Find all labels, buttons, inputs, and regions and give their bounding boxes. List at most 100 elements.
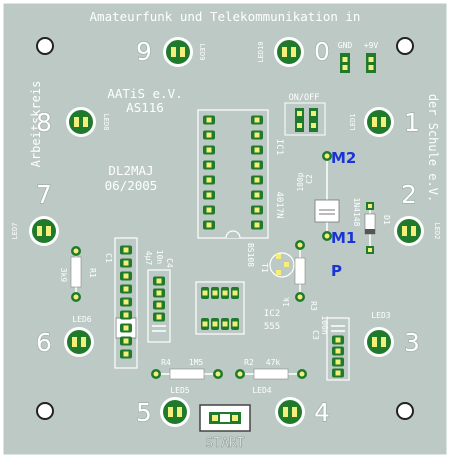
start-button[interactable] bbox=[199, 404, 251, 432]
marker-m2: M2 bbox=[331, 149, 356, 167]
right-board-text: der Schule e.V. bbox=[426, 94, 440, 202]
switch-label: ON/OFF bbox=[289, 93, 320, 103]
power-pads bbox=[340, 53, 376, 73]
ic2-pin-hole bbox=[222, 321, 228, 327]
led-3-label: LED3 bbox=[371, 311, 390, 320]
t1-label: T1 bbox=[260, 263, 269, 273]
c3-pad-hole bbox=[335, 370, 341, 376]
capacitor-c1 bbox=[114, 237, 138, 369]
ic1-pin-hole bbox=[206, 117, 212, 123]
led-8: 8 LED8 bbox=[35, 107, 110, 138]
r3-value: 1k bbox=[282, 297, 291, 307]
ic1-pin-hole bbox=[254, 207, 260, 213]
c2-label: C2 bbox=[305, 174, 314, 184]
ic1-pin-hole bbox=[206, 207, 212, 213]
ic2-pin-hole bbox=[212, 321, 218, 327]
ic1-pin-hole bbox=[206, 222, 212, 228]
c4-value: 10n bbox=[155, 250, 164, 265]
r4-value: 1M5 bbox=[189, 358, 204, 367]
led-8-label: LED8 bbox=[102, 114, 110, 131]
c2-value: 100p bbox=[296, 172, 305, 191]
d1-label: D1 bbox=[382, 215, 391, 225]
r1-label: R1 bbox=[88, 268, 97, 278]
c4-pad-hole bbox=[156, 290, 162, 296]
c3-pad-hole bbox=[335, 359, 341, 365]
led-6-label: LED6 bbox=[72, 315, 91, 324]
led-1-number: 1 bbox=[404, 108, 420, 137]
ic1-pin-hole bbox=[254, 147, 260, 153]
d1-type: 1N4148 bbox=[352, 198, 361, 227]
r2-label: R2 bbox=[244, 358, 254, 367]
resistor-r3 bbox=[294, 240, 306, 302]
capacitor-c3 bbox=[326, 317, 350, 381]
led-10: 0 LED10 bbox=[257, 36, 331, 67]
ic1-pin-hole bbox=[254, 162, 260, 168]
c1-pad-hole bbox=[123, 351, 129, 357]
led-7: 7 LED7 bbox=[11, 179, 59, 246]
led-10-number: 0 bbox=[314, 37, 330, 66]
ic1-pin-hole bbox=[254, 177, 260, 183]
c3-pad-hole bbox=[335, 337, 341, 343]
c4-label: C4 bbox=[165, 258, 174, 268]
t1-type: BS108 bbox=[246, 243, 255, 267]
org-text: AATiS e.V. bbox=[107, 86, 182, 101]
resistor-r4 bbox=[151, 368, 223, 380]
led-4: 4 LED4 bbox=[252, 386, 330, 428]
c1-pad-hole bbox=[123, 325, 129, 331]
ic1-pin-hole bbox=[206, 162, 212, 168]
led-5-number: 5 bbox=[136, 398, 152, 427]
ic1-pin-hole bbox=[254, 117, 260, 123]
ic2-pin-hole bbox=[232, 321, 238, 327]
ic2-pin-hole bbox=[212, 290, 218, 296]
c1-label: C1 bbox=[104, 253, 113, 263]
date-text: 06/2005 bbox=[105, 178, 158, 193]
c3-pad-hole bbox=[335, 348, 341, 354]
resistor-r2 bbox=[235, 368, 307, 380]
led-2-number: 2 bbox=[401, 180, 417, 209]
c1-pad-hole bbox=[123, 273, 129, 279]
ic1-pin-hole bbox=[254, 222, 260, 228]
led-5: 5 LED5 bbox=[135, 386, 190, 428]
transistor-t1 bbox=[269, 252, 295, 278]
author-text: DL2MAJ bbox=[108, 163, 153, 178]
ic2-pin-hole bbox=[202, 290, 208, 296]
led-3-number: 3 bbox=[404, 328, 420, 357]
ic1-socket bbox=[197, 109, 269, 239]
left-board-text: Arbeitskreis bbox=[29, 81, 43, 168]
mounting-holes bbox=[36, 37, 414, 420]
led-4-label: LED4 bbox=[252, 386, 271, 395]
c3-label: C3 bbox=[311, 330, 320, 340]
ic2-pin-hole bbox=[202, 321, 208, 327]
c4-pad-hole bbox=[156, 314, 162, 320]
ic2-pin-hole bbox=[232, 290, 238, 296]
model-text: AS116 bbox=[126, 100, 164, 115]
ic1-pin-hole bbox=[206, 177, 212, 183]
led-6: 6 LED6 bbox=[35, 315, 94, 358]
capacitor-c2 bbox=[314, 151, 340, 241]
c3-value: 100n bbox=[320, 315, 329, 334]
diode-d1 bbox=[364, 202, 376, 254]
ic2-pin-hole bbox=[222, 290, 228, 296]
c1-pad-hole bbox=[123, 338, 129, 344]
ic2-type: 555 bbox=[264, 322, 280, 332]
led-1: 1 LED1 bbox=[349, 107, 421, 138]
c1-pad-hole bbox=[123, 312, 129, 318]
ic1-pin-hole bbox=[206, 147, 212, 153]
led-10-label: LED10 bbox=[257, 41, 265, 62]
led-9-number: 9 bbox=[136, 37, 152, 66]
led-8-number: 8 bbox=[36, 108, 52, 137]
r2-value: 47k bbox=[266, 358, 281, 367]
ic2-socket bbox=[195, 281, 245, 335]
marker-m1: M1 bbox=[331, 229, 356, 247]
r4-label: R4 bbox=[161, 358, 171, 367]
ic1-pin-hole bbox=[254, 132, 260, 138]
on-off-switch bbox=[284, 102, 326, 136]
ic2-label: IC2 bbox=[264, 309, 280, 319]
led-3: 3 LED3 bbox=[364, 311, 421, 358]
led-2: 2 LED2 bbox=[394, 179, 441, 246]
led-2-label: LED2 bbox=[433, 223, 441, 240]
led-6-number: 6 bbox=[36, 328, 52, 357]
vcc-label: +9V bbox=[364, 41, 379, 50]
